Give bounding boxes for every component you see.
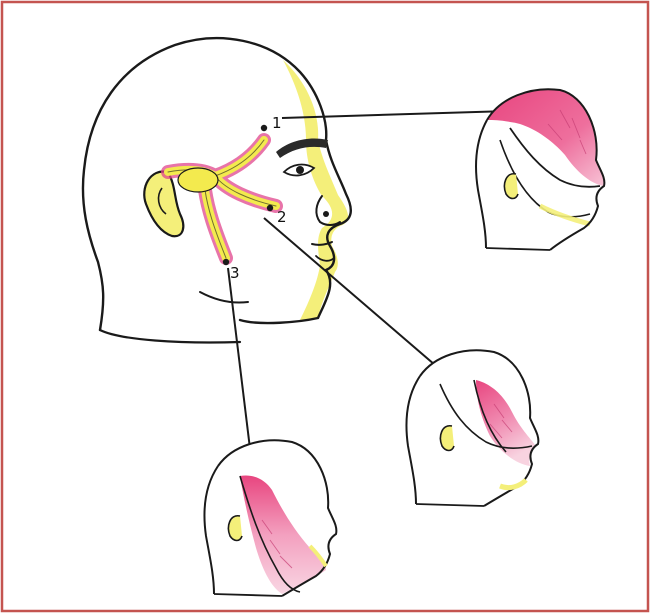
main-head: 1 2 3 bbox=[83, 38, 351, 342]
label-2: 2 bbox=[277, 208, 287, 226]
ear-icon bbox=[228, 516, 242, 541]
trigeminal-nerve bbox=[168, 140, 276, 258]
dermatome-head-v2 bbox=[407, 350, 539, 506]
ear-icon bbox=[440, 426, 454, 451]
ear-icon bbox=[144, 171, 183, 236]
nostril-icon bbox=[323, 211, 329, 217]
branch-point-2 bbox=[267, 205, 273, 211]
label-1: 1 bbox=[272, 114, 282, 132]
dermatome-head-v1 bbox=[476, 89, 604, 250]
label-3: 3 bbox=[230, 264, 240, 282]
dermatome-head-v3 bbox=[205, 440, 337, 596]
ear-icon bbox=[504, 174, 518, 199]
branch-point-3 bbox=[223, 259, 229, 265]
branch-point-1 bbox=[261, 125, 267, 131]
